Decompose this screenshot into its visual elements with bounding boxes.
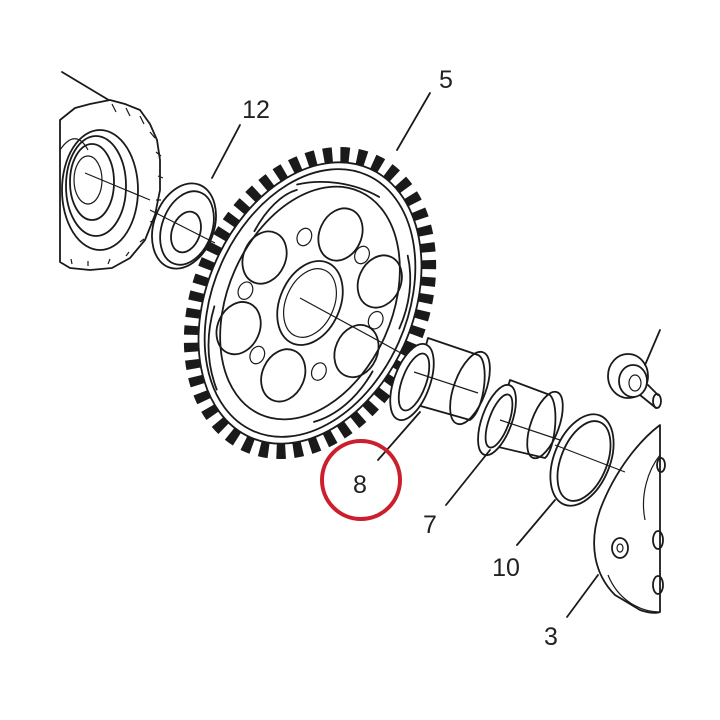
part-12-spacer-ring[interactable] <box>141 174 227 277</box>
part-12-hub-assembly[interactable] <box>59 71 164 271</box>
part-label-7: 7 <box>423 511 437 539</box>
part-label-5: 5 <box>439 66 453 94</box>
part-8-bushing[interactable] <box>381 337 498 429</box>
part-3-hub-carrier[interactable] <box>593 424 666 614</box>
part-10-seal-ring[interactable] <box>538 405 626 515</box>
part-label-8[interactable]: 8 <box>353 471 367 499</box>
highlight-ring <box>320 439 402 521</box>
part-label-12: 12 <box>242 96 270 124</box>
part-7-sleeve[interactable] <box>470 379 570 463</box>
wheel-stud-nut[interactable] <box>607 329 662 409</box>
part-5-rear-sprocket[interactable] <box>146 117 473 490</box>
leader-lines <box>211 92 599 618</box>
part-label-10: 10 <box>492 554 520 582</box>
part-label-3: 3 <box>544 623 558 651</box>
